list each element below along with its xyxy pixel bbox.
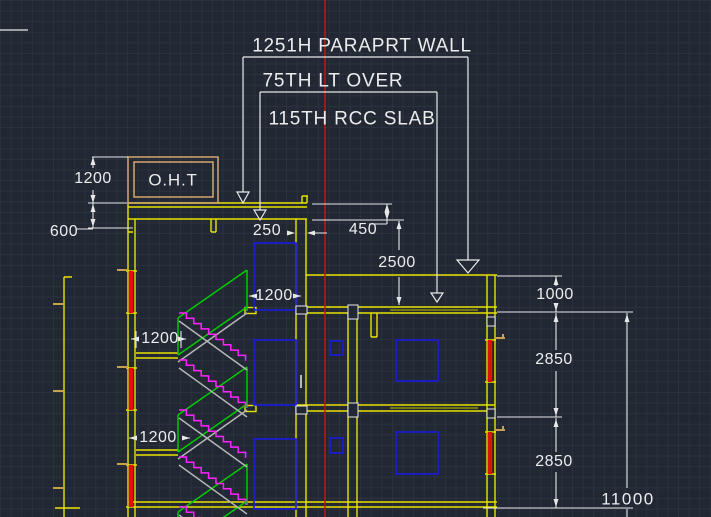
dim-top-floor-height[interactable]: 2500	[378, 254, 416, 271]
dim-wall-thickness[interactable]: 250	[252, 222, 282, 239]
rcc-columns[interactable]	[128, 271, 493, 507]
dim-slab-depth[interactable]: 600	[49, 223, 79, 240]
building-walls-slabs[interactable]	[55, 195, 497, 517]
annotation-parapet-wall[interactable]: 1251H PARAPRT WALL	[252, 35, 472, 57]
leader-lines[interactable]	[0, 29, 469, 293]
leader-arrowheads[interactable]	[235, 191, 481, 304]
dim-second-floor-height[interactable]: 2850	[535, 351, 573, 368]
stair-steps[interactable]	[179, 312, 247, 517]
dim-total-height[interactable]: 11000	[601, 489, 655, 509]
annotation-lintel-over[interactable]: 75TH LT OVER	[262, 70, 404, 92]
wall-tick-marks[interactable]	[53, 269, 505, 489]
dim-lower-landing-width[interactable]: 1200	[139, 429, 177, 446]
windows[interactable]	[253, 242, 439, 510]
dimension-arrowheads[interactable]	[90, 157, 630, 507]
dim-mid-landing-width[interactable]: 1200	[141, 330, 179, 347]
dim-oht-height[interactable]: 1200	[74, 170, 112, 187]
stair-stringers[interactable]	[177, 312, 248, 517]
dim-beam-depth[interactable]: 450	[348, 221, 378, 238]
oht-tank[interactable]	[127, 156, 219, 204]
dim-stairwell-window-width[interactable]: 1200	[255, 287, 293, 304]
dim-first-floor-height[interactable]: 2850	[535, 453, 573, 470]
stair-outline[interactable]	[177, 269, 248, 517]
annotation-rcc-slab[interactable]: 115TH RCC SLAB	[268, 108, 436, 130]
oht-tank-label[interactable]: O.H.T	[148, 170, 198, 190]
slab-accent-lines[interactable]	[390, 309, 478, 409]
wall-slab-junctions[interactable]	[295, 304, 496, 419]
dim-parapet-height[interactable]: 1000	[536, 286, 574, 303]
